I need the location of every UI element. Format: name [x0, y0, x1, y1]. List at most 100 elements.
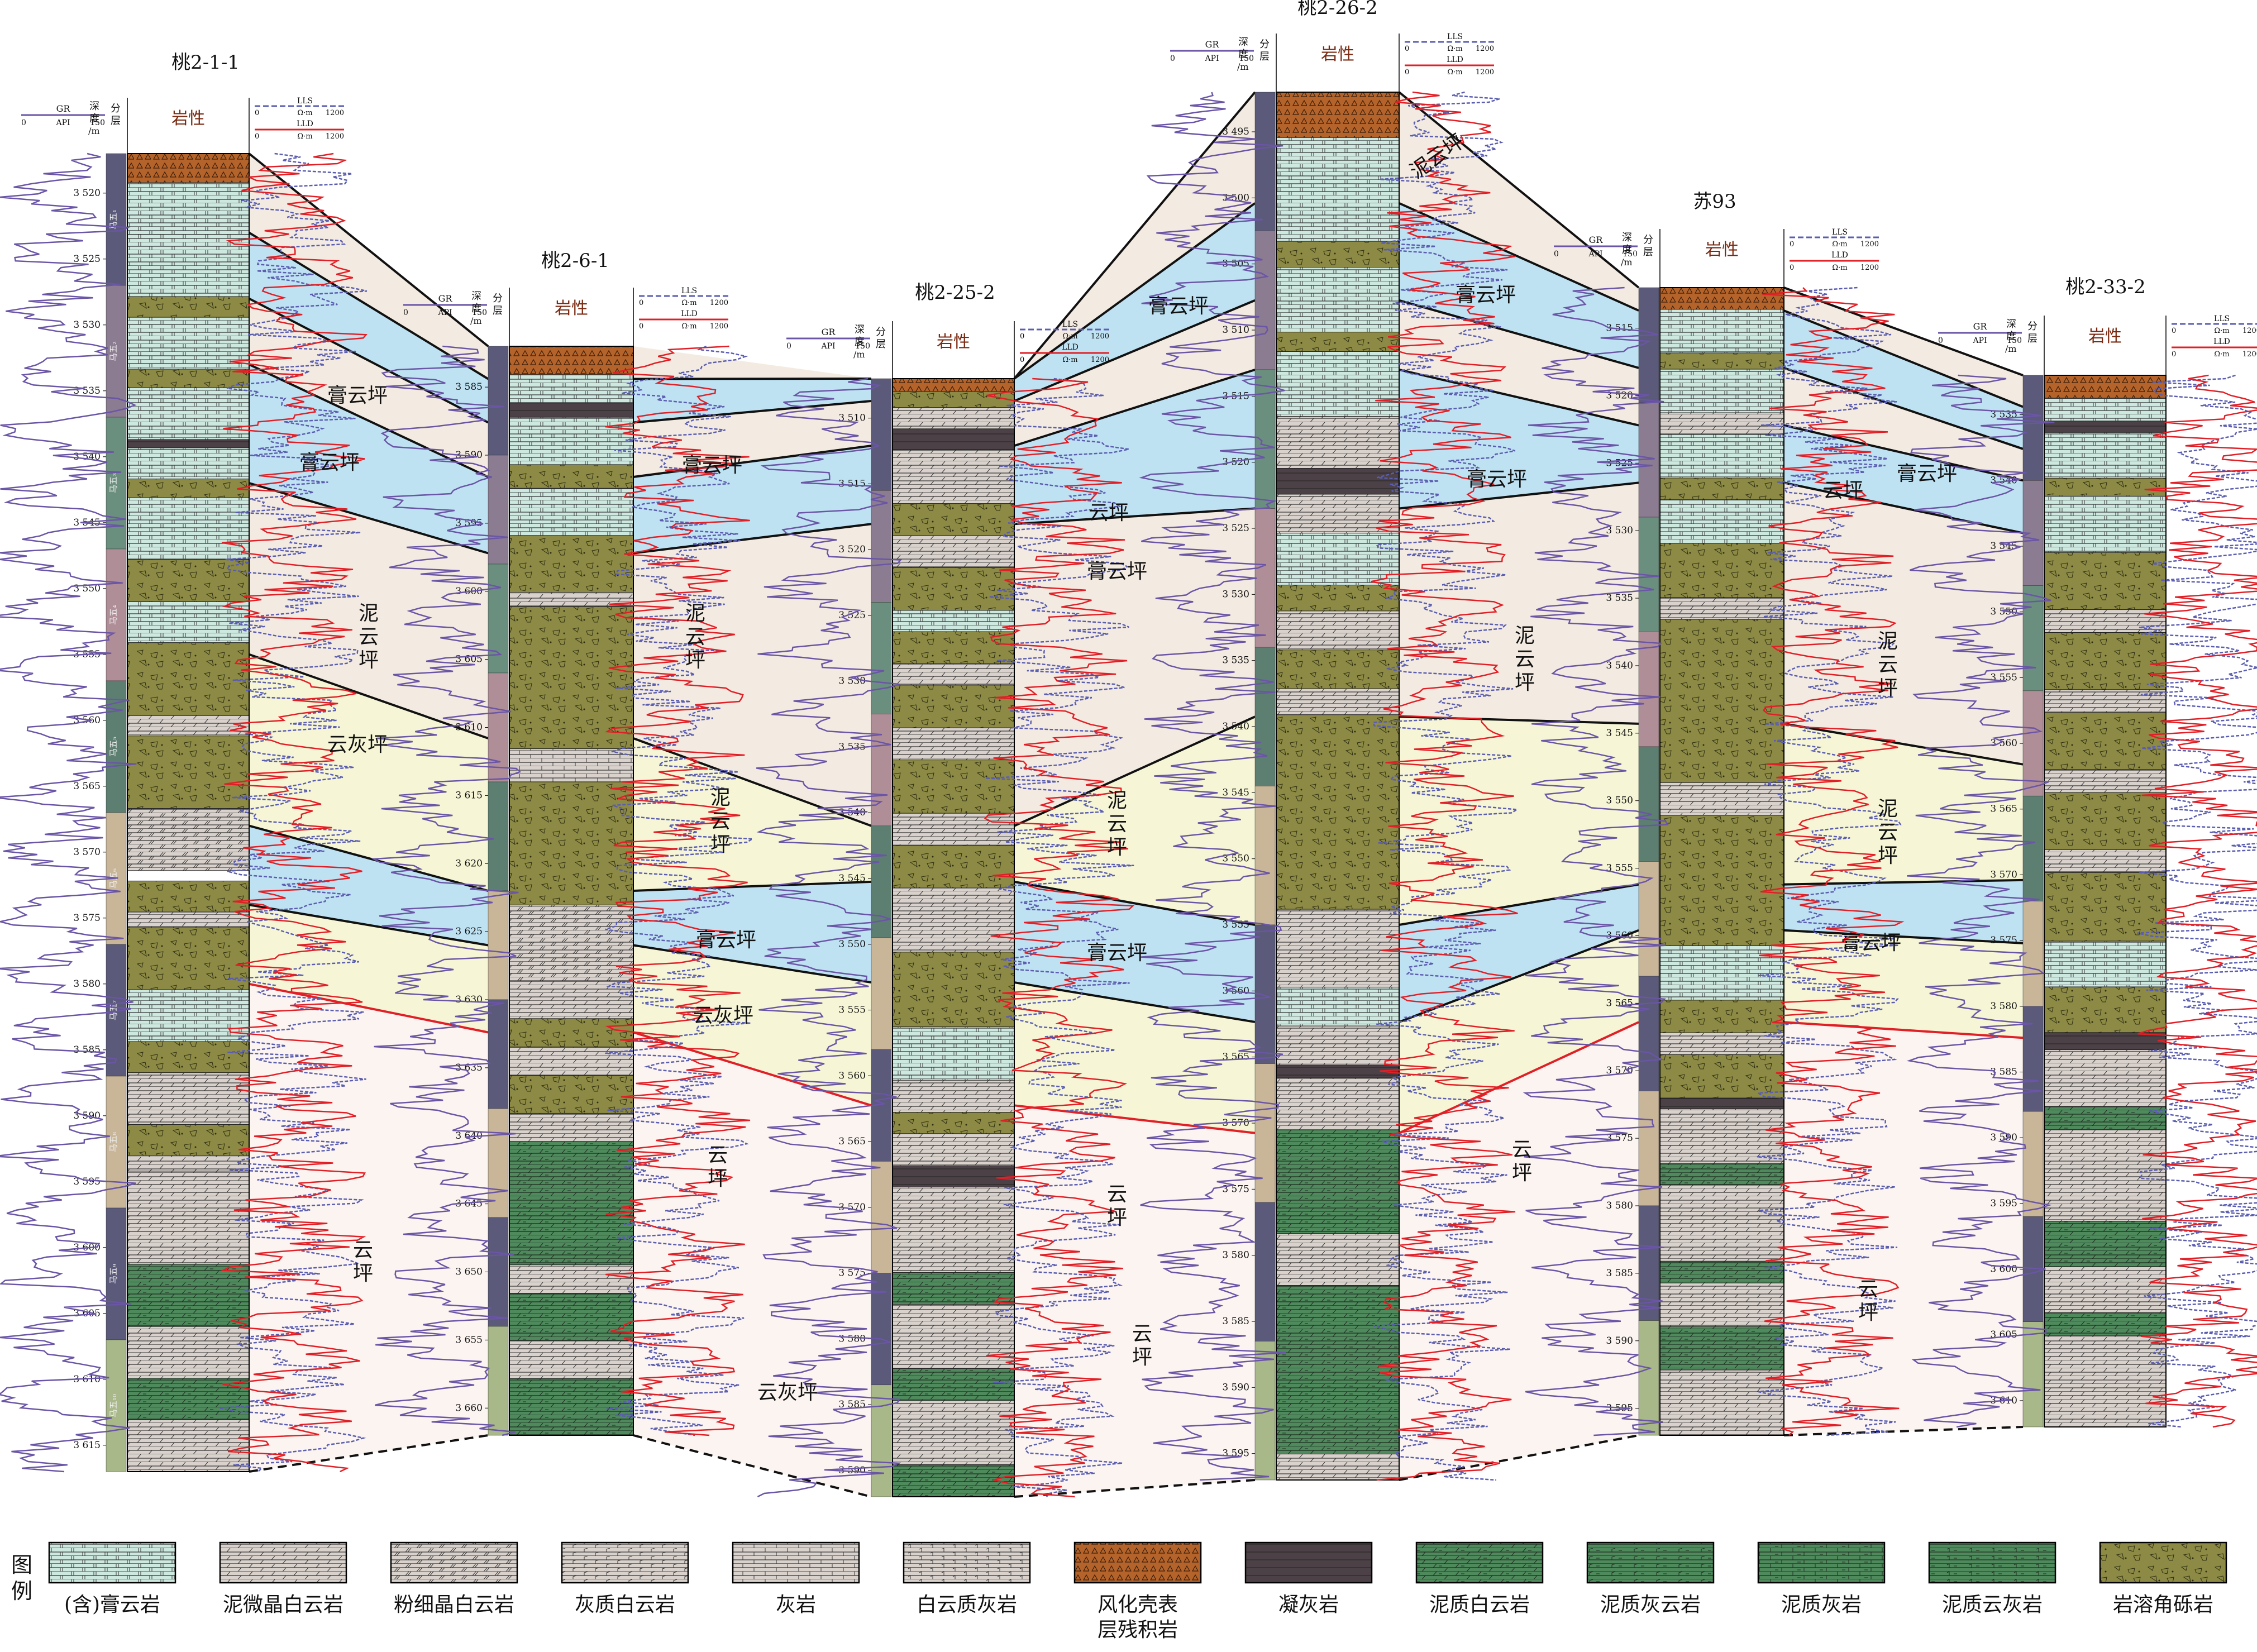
gr-unit: API — [437, 308, 452, 317]
depth-tick: 3 555 — [1606, 863, 1633, 874]
lithology-layer-micro — [2044, 1129, 2167, 1222]
depth-header: /m — [470, 316, 482, 326]
correlation-line — [1783, 878, 2024, 886]
gr-min: 0 — [786, 342, 791, 351]
zone-label: 马五₁₀ — [108, 1394, 118, 1417]
depth-header: 度 — [471, 303, 481, 314]
lithology-column-frame — [127, 153, 250, 1472]
gr-min: 0 — [1554, 250, 1559, 259]
facies-label: 坪 — [1515, 671, 1535, 694]
lithology-layer-weathered — [127, 153, 250, 183]
lithology-layer-anhydrite — [509, 488, 634, 536]
zone-label: 马五₅ — [108, 737, 118, 757]
lls-unit: Ω·m — [297, 109, 312, 117]
depth-tick: 3 615 — [455, 790, 483, 801]
facies-band — [1784, 288, 2023, 407]
depth-tick: 3 565 — [1990, 804, 2017, 815]
depth-tick: 3 590 — [1990, 1132, 2017, 1143]
well-name: 桃2-25-2 — [915, 281, 995, 304]
lls-max: 1200 — [1860, 240, 1879, 249]
lithology-layer-breccia — [1659, 1054, 1784, 1099]
lithology-layer-micro — [892, 1400, 1015, 1465]
facies-band — [633, 1032, 871, 1497]
facies-label: 云坪 — [1823, 479, 1863, 502]
depth-header: /m — [1237, 61, 1249, 72]
gr-curve — [1523, 287, 1669, 1436]
lld-max: 1200 — [1091, 356, 1109, 364]
lithology-layer-micro — [1659, 597, 1784, 620]
facies-band — [1014, 717, 1255, 925]
depth-tick: 3 595 — [1990, 1198, 2017, 1209]
depth-header: 深 — [2006, 318, 2016, 330]
zone-cell — [106, 153, 127, 286]
lls-unit: Ω·m — [1062, 332, 1077, 341]
correlation-line — [633, 944, 872, 984]
lld-curve — [1371, 91, 1518, 1481]
correlation-line — [633, 445, 872, 478]
zone-header: 分 — [111, 103, 121, 114]
lld-curve — [1759, 287, 1905, 1436]
depth-tick: 3 645 — [455, 1199, 483, 1210]
depth-tick: 3 620 — [455, 858, 483, 869]
correlation-line — [1399, 369, 1639, 427]
lls-curve — [1755, 287, 1902, 1436]
zone-cell — [106, 1339, 127, 1472]
depth-tick: 3 540 — [1606, 660, 1633, 671]
lithology-layer-micro — [892, 535, 1015, 568]
lld-min: 0 — [255, 132, 259, 141]
lithology-layer-muddolo — [1659, 1326, 1784, 1371]
lls-min: 0 — [1020, 332, 1024, 341]
lithology-layer-anhydrite — [892, 610, 1015, 632]
lls-min: 0 — [1790, 240, 1794, 249]
facies-band — [1399, 1022, 1639, 1480]
gr-curve — [371, 345, 522, 1436]
facies-label: 云 — [359, 626, 379, 648]
lls-unit: Ω·m — [2214, 327, 2229, 335]
facies-label: 云 — [1107, 1183, 1127, 1206]
depth-tick: 3 495 — [1222, 126, 1249, 137]
facies-label: 云灰坪 — [757, 1381, 818, 1404]
lithology-layer-micro — [1276, 494, 1400, 534]
correlation-line — [1014, 880, 1256, 926]
facies-band — [249, 154, 488, 379]
lithology-layer-muddolo — [2044, 1106, 2167, 1130]
lithology-layer-micro — [892, 887, 1015, 953]
zone-label: 马五₇ — [108, 1000, 118, 1020]
depth-header: /m — [88, 126, 100, 136]
facies-band — [1014, 881, 1255, 1022]
gr-label: GR — [1589, 235, 1604, 245]
lithology-layer-micro — [892, 1080, 1015, 1113]
legend-swatch-lime — [732, 1541, 860, 1584]
lithology-layer-muddolo — [509, 1141, 634, 1266]
lld-unit: Ω·m — [297, 132, 312, 141]
depth-tick: 3 565 — [838, 1136, 866, 1147]
zone-cell — [2022, 375, 2044, 481]
lld-max: 1200 — [1860, 264, 1879, 272]
depth-tick: 3 535 — [1606, 593, 1633, 604]
lithology-layer-micro — [1659, 1032, 1784, 1055]
lithology-layer-breccia — [509, 606, 634, 749]
facies-band — [1784, 723, 2023, 885]
top-connector — [1013, 91, 1256, 380]
lld-label: LLD — [681, 309, 698, 318]
depth-tick: 3 525 — [73, 254, 101, 265]
lithology-layer-anhydrite — [509, 417, 634, 465]
depth-header: 深 — [1238, 36, 1248, 48]
lithology-layer-breccia — [1276, 585, 1400, 612]
lls-max: 1200 — [1091, 332, 1109, 341]
lithology-layer-micro — [1276, 1077, 1400, 1130]
lld-unit: Ω·m — [2214, 350, 2229, 359]
lithology-layer-micro — [1659, 1369, 1784, 1436]
depth-tick: 3 555 — [838, 1005, 866, 1016]
lithology-layer-micro — [127, 1326, 250, 1379]
lithology-layer-muddolo — [1276, 1285, 1400, 1455]
lithology-layer-anhydrite — [1276, 267, 1400, 333]
legend-swatch-limydolo — [561, 1541, 689, 1584]
zone-cell — [106, 680, 127, 813]
lithology-layer-breccia — [2044, 478, 2167, 496]
lithology-layer-breccia — [1659, 478, 1784, 500]
lithology-layer-tuff — [1659, 1097, 1784, 1110]
lithology-layer-micro — [892, 1186, 1015, 1273]
lithology-layer-micro — [1276, 909, 1400, 987]
